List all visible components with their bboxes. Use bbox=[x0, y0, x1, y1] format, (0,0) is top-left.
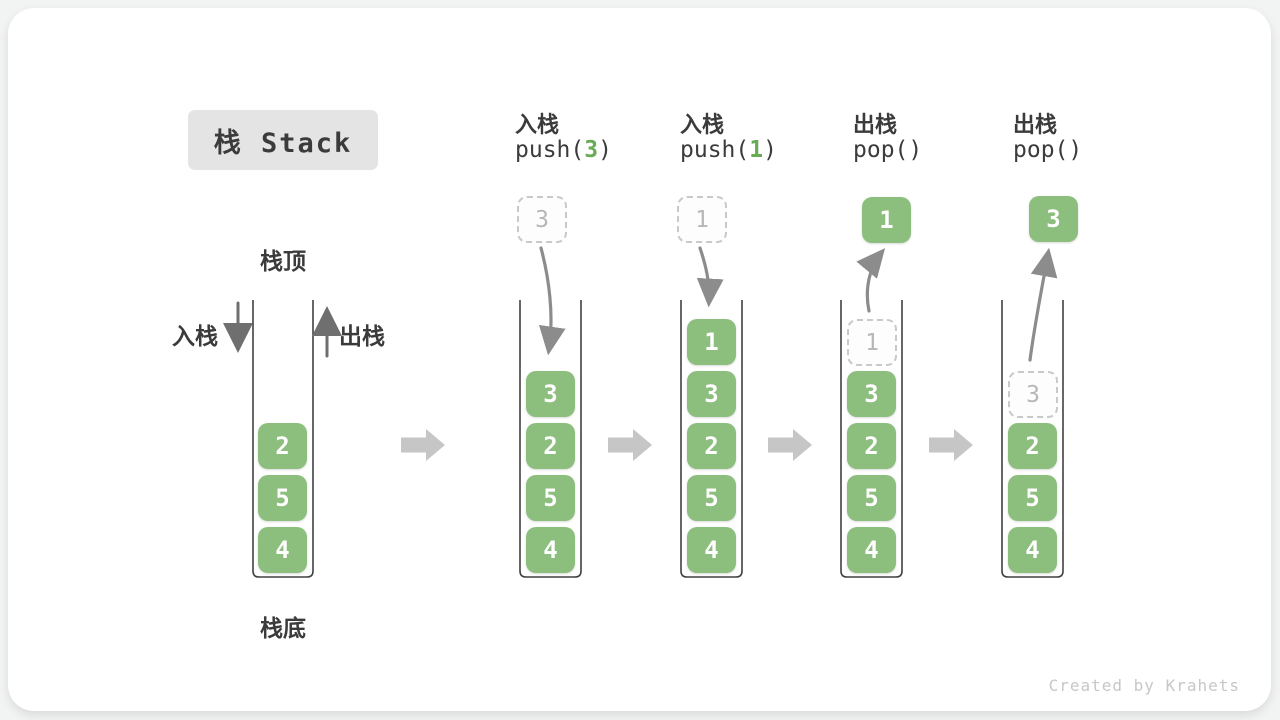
code-text: ) bbox=[1068, 137, 1083, 163]
stack-block: 4 bbox=[258, 527, 307, 573]
title-box: 栈 Stack bbox=[188, 110, 378, 170]
code-text: push( bbox=[680, 137, 750, 163]
stack-block: 5 bbox=[847, 475, 896, 521]
stack-block: 2 bbox=[847, 423, 896, 469]
stack-block: 4 bbox=[1008, 527, 1057, 573]
stack-block: 1 bbox=[687, 319, 736, 365]
code-text: push( bbox=[515, 137, 585, 163]
stack-block: 5 bbox=[687, 475, 736, 521]
op-code-pop-1: pop() bbox=[853, 137, 922, 163]
popped-block: 1 bbox=[862, 197, 911, 243]
stack-block: 2 bbox=[687, 423, 736, 469]
op-label-push-1: 入栈 bbox=[680, 113, 725, 138]
stack-top-label: 栈顶 bbox=[260, 249, 306, 275]
code-arg: 3 bbox=[584, 137, 599, 163]
stack-block: 5 bbox=[526, 475, 575, 521]
stack-block: 5 bbox=[1008, 475, 1057, 521]
ghost-block: 3 bbox=[1008, 371, 1058, 418]
ghost-block: 1 bbox=[847, 319, 897, 366]
watermark: Created by Krahets bbox=[1048, 676, 1240, 695]
stack-block: 4 bbox=[687, 527, 736, 573]
staged-block: 3 bbox=[517, 196, 567, 243]
stack-block: 3 bbox=[847, 371, 896, 417]
op-code-pop-2: pop() bbox=[1013, 137, 1082, 163]
code-text: ) bbox=[908, 137, 923, 163]
popped-block: 3 bbox=[1029, 196, 1078, 242]
page-title: 栈 Stack bbox=[213, 127, 353, 159]
code-text: ) bbox=[598, 137, 612, 163]
code-arg: 1 bbox=[749, 137, 764, 163]
stack-block: 4 bbox=[526, 527, 575, 573]
stack-block: 5 bbox=[258, 475, 307, 521]
op-code-push-1: push(1) bbox=[680, 137, 777, 163]
op-label-pop-2: 出栈 bbox=[1013, 113, 1058, 138]
code-text: pop( bbox=[1013, 137, 1069, 163]
pop-side-label: 出栈 bbox=[339, 324, 385, 350]
op-label-push-3: 入栈 bbox=[515, 113, 560, 138]
stack-block: 2 bbox=[526, 423, 575, 469]
code-text: pop( bbox=[853, 137, 909, 163]
push-side-label: 入栈 bbox=[172, 324, 218, 350]
code-text: ) bbox=[763, 137, 777, 163]
stack-block: 3 bbox=[687, 371, 736, 417]
op-label-pop-1: 出栈 bbox=[853, 113, 898, 138]
stack-block: 2 bbox=[258, 423, 307, 469]
op-code-push-3: push(3) bbox=[515, 137, 612, 163]
stack-block: 4 bbox=[847, 527, 896, 573]
stack-block: 3 bbox=[526, 371, 575, 417]
stack-block: 2 bbox=[1008, 423, 1057, 469]
stack-bottom-label: 栈底 bbox=[260, 616, 306, 642]
staged-block: 1 bbox=[677, 196, 727, 243]
